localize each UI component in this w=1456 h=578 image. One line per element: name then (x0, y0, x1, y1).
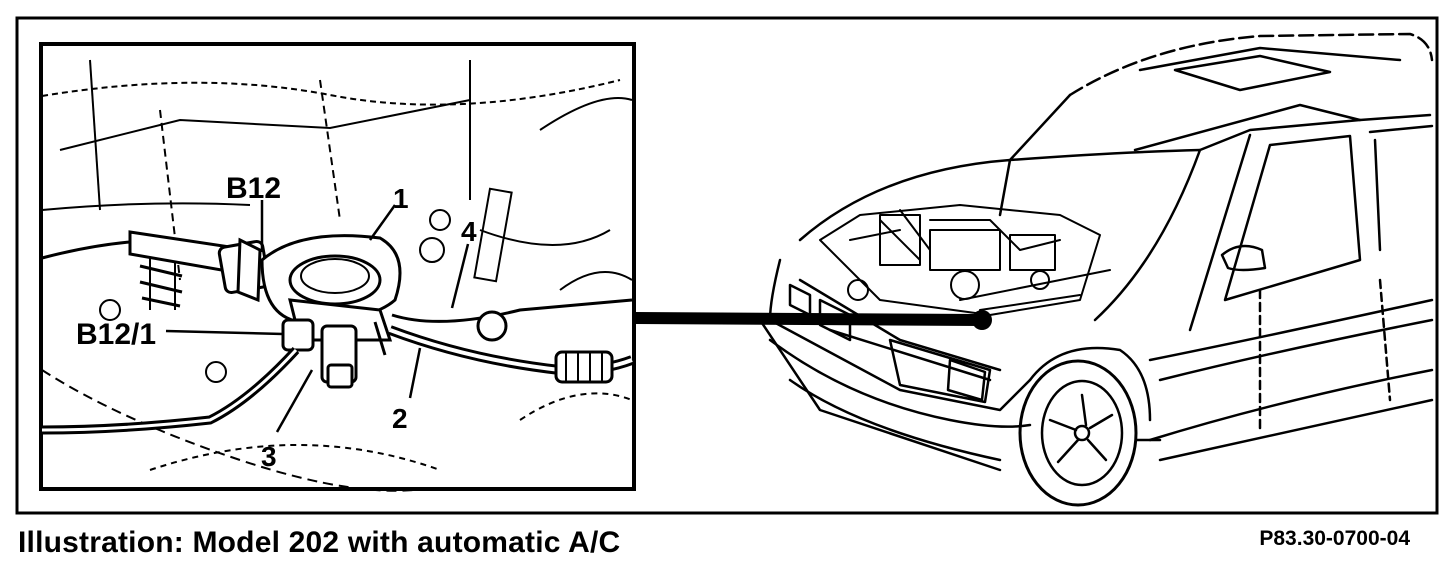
pipe-fitting (554, 350, 614, 384)
car-grille (788, 283, 852, 342)
car-mirror (1220, 244, 1267, 272)
label-b12-1: B12/1 (76, 318, 156, 351)
label-3: 3 (261, 441, 277, 472)
label-4: 4 (461, 216, 477, 247)
car-headlight (888, 338, 992, 404)
sensor-b12 (217, 237, 271, 303)
engine-bay-background (41, 59, 633, 492)
figure-caption: Illustration: Model 202 with automatic A… (18, 526, 621, 559)
label-1: 1 (393, 183, 409, 214)
detail-inset: B12 1 4 B12/1 2 3 (39, 42, 636, 492)
car-hood (798, 148, 1202, 322)
callout-connector (633, 312, 983, 326)
car-front-fascia (758, 258, 1032, 472)
car-engine (819, 204, 1111, 316)
car-roof (1068, 32, 1434, 97)
pipe-4 (391, 298, 633, 323)
car-wheel (1018, 346, 1152, 507)
figure-reference: P83.30-0700-04 (1259, 527, 1410, 550)
leader-lines (165, 200, 470, 433)
nut (476, 310, 508, 342)
car-bumper (768, 338, 1032, 462)
valve-body (260, 234, 402, 389)
label-b12: B12 (226, 172, 281, 205)
detail-frame (39, 42, 636, 491)
sensor-b12-1 (281, 318, 315, 352)
outer-frame (15, 16, 1439, 515)
label-2: 2 (392, 403, 408, 434)
car-windshield (1008, 93, 1362, 162)
car-body-side (1148, 298, 1434, 462)
car-illustration (758, 32, 1434, 507)
